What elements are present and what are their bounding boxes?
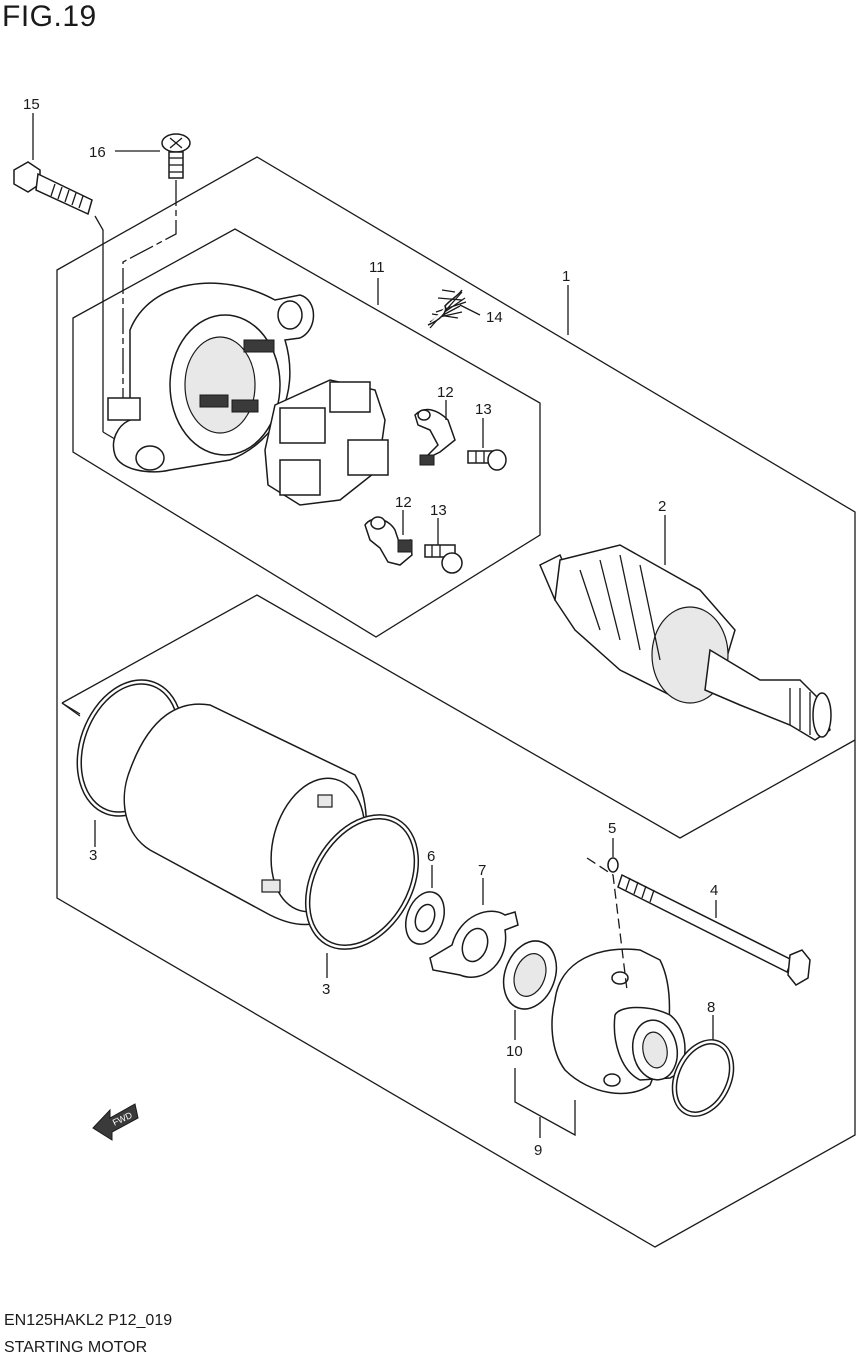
callout-9: 9 bbox=[534, 1142, 542, 1159]
callout-12-upper: 12 bbox=[437, 384, 454, 401]
brush-lead-12-lower bbox=[364, 516, 413, 566]
callout-10: 10 bbox=[506, 1043, 523, 1060]
callout-14: 14 bbox=[486, 309, 503, 326]
callout-1: 1 bbox=[562, 268, 570, 285]
o-ring-3-right bbox=[304, 814, 420, 950]
assembly-frame bbox=[56, 156, 856, 1248]
callout-16: 16 bbox=[89, 144, 106, 161]
brush-holder-frame bbox=[72, 228, 541, 638]
figure-name: STARTING MOTOR bbox=[4, 1339, 148, 1356]
callout-13-upper: 13 bbox=[475, 401, 492, 418]
callout-7: 7 bbox=[478, 862, 486, 879]
washer-7 bbox=[429, 910, 519, 978]
callout-15: 15 bbox=[23, 96, 40, 113]
brush-lead-12-upper bbox=[414, 408, 456, 466]
callout-11: 11 bbox=[369, 259, 385, 276]
bracket-9 bbox=[551, 948, 686, 1095]
brush-plate bbox=[264, 379, 389, 506]
callout-6: 6 bbox=[427, 848, 435, 865]
screw-13-lower bbox=[424, 544, 463, 574]
callout-4: 4 bbox=[710, 882, 718, 899]
callout-5: 5 bbox=[608, 820, 616, 837]
callout-8: 8 bbox=[707, 999, 715, 1016]
bolt-4 bbox=[617, 873, 811, 986]
figure-title: FIG.19 bbox=[2, 0, 97, 33]
screw-13-upper bbox=[467, 449, 507, 471]
washer-5 bbox=[607, 857, 619, 873]
callout-3-left: 3 bbox=[89, 847, 97, 864]
callout-3-right: 3 bbox=[322, 981, 330, 998]
armature-2 bbox=[539, 544, 832, 741]
callout-12-lower: 12 bbox=[395, 494, 412, 511]
callout-2: 2 bbox=[658, 498, 666, 515]
brush-holder-cover bbox=[107, 282, 315, 473]
o-ring-8 bbox=[671, 1039, 735, 1117]
spring-14 bbox=[427, 289, 467, 329]
washer-6 bbox=[404, 891, 446, 945]
bolt-15 bbox=[13, 161, 93, 216]
yoke-frame bbox=[61, 594, 856, 839]
screw-16 bbox=[161, 133, 191, 179]
callout-13-lower: 13 bbox=[430, 502, 447, 519]
fwd-arrow-icon: FWD bbox=[92, 1103, 139, 1141]
model-code: EN125HAKL2 P12_019 bbox=[4, 1312, 173, 1329]
seal-10 bbox=[502, 940, 558, 1010]
